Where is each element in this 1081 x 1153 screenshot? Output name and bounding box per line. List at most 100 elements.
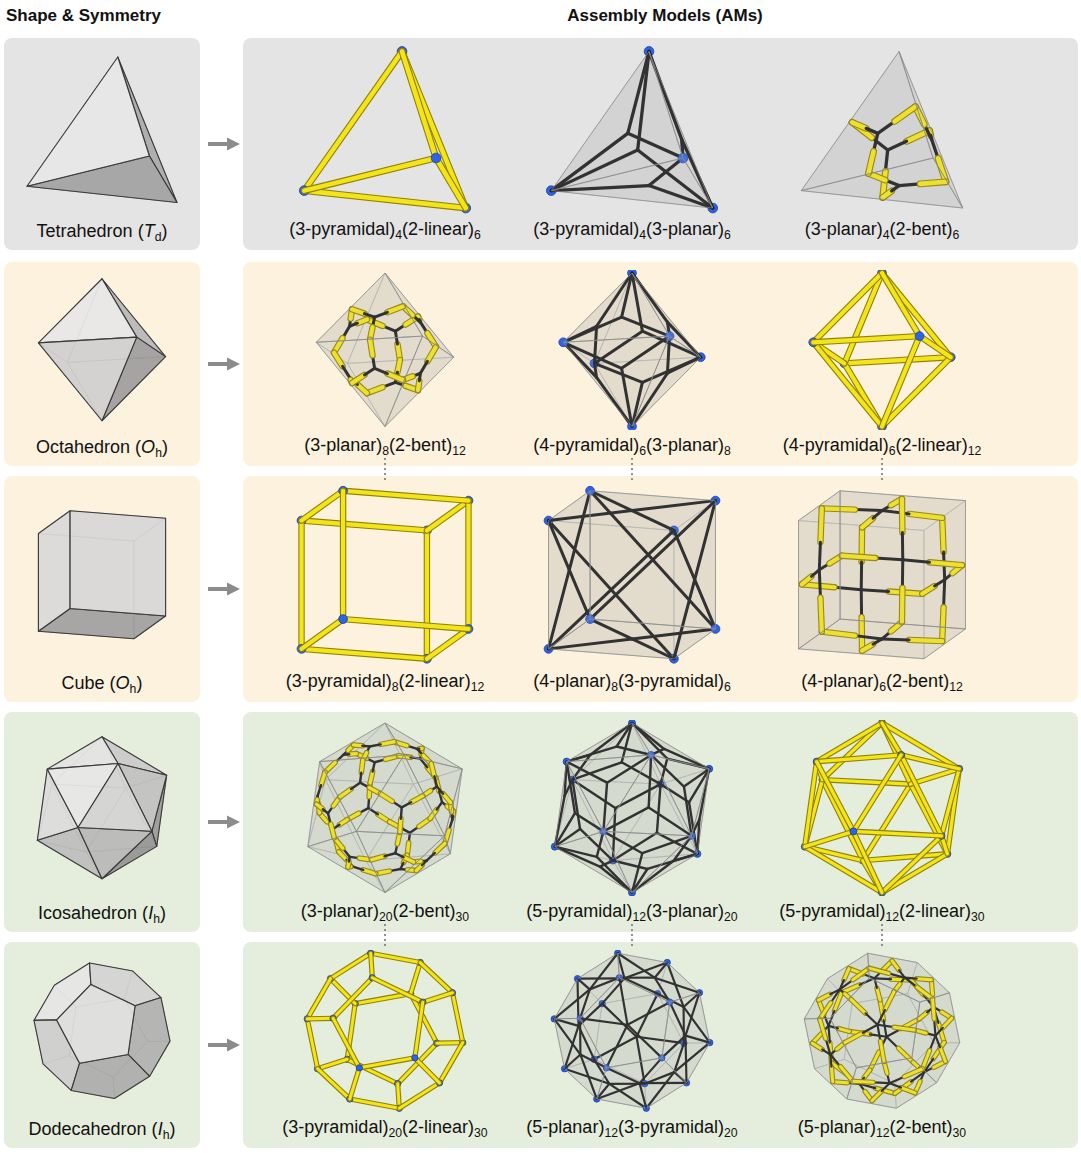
shape-face [38,511,70,631]
linker-stick [853,755,901,831]
text-part: (2-linear [402,1117,468,1137]
assembly-model-illustration [512,46,752,214]
linker-stick [307,979,330,1019]
linker-stick [822,780,862,861]
text-part: (2-bent [393,901,450,921]
assembly-model-formula: (3-pyramidal)8(2-linear)12 [286,670,484,693]
count-subscript: 6 [639,443,646,457]
linker-stick [359,1058,414,1068]
linker-outline [302,649,427,659]
model-row-panel: (3-pyramidal)20(2-linear)30 (5-planar)12(… [243,942,1078,1148]
assembly-model-illustration [762,46,1002,214]
linker-stick [302,521,427,531]
text-part: ) [373,901,379,921]
count-subscript: 8 [611,679,618,693]
linker-outline [304,191,466,208]
linker-stick [307,1017,333,1021]
assembly-model-formula: (3-pyramidal)20(2-linear)30 [282,1116,487,1139]
shape-to-models-arrow [208,1043,227,1047]
assembly-model-formula: (3-pyramidal)4(2-linear)6 [289,218,481,241]
shape-face [27,57,177,202]
assembly-model-formula: (3-planar)8(2-bent)12 [304,434,466,457]
assembly-model: (3-planar)4(2-bent)6 [762,46,1002,240]
linker-outline [911,769,960,784]
linker-outline [920,336,951,357]
text-part: (2-linear [402,219,468,239]
text-part: ) [605,671,611,691]
linker-outline [452,993,462,1043]
assembly-model-illustration [265,484,505,666]
linker-outline [350,1068,360,1099]
assembly-model-formula: (3-pyramidal)4(3-planar)6 [533,218,731,241]
shell-face [356,831,444,892]
assembly-model: (4-pyramidal)6(3-planar)8 [512,270,752,456]
linker-stick [402,51,466,208]
linker-outline [805,762,817,847]
linker-outline [844,273,882,363]
text-part: ) [160,903,166,923]
linker-stick [304,158,436,191]
linker-outline [882,336,920,426]
linker-outline [302,491,344,521]
vertex-node [915,332,924,341]
count-subscript: 4 [639,227,646,241]
assembly-model-illustration [265,950,505,1112]
assembly-model: (4-pyramidal)6(2-linear)12 [762,270,1002,456]
linker-outline [343,619,468,629]
model-sticks [297,486,473,663]
text-part: ) [382,1117,388,1137]
symmetry-subscript: h [130,681,137,695]
shell-face [801,51,933,190]
linker-outline [805,831,854,846]
polyhedron-shape [4,44,200,216]
linker-stick [398,1084,400,1109]
text-part: ) [465,671,471,691]
linker-outline [822,780,862,861]
linker-outline [371,953,373,978]
text-part: ) [598,1117,604,1137]
assembly-model-illustration [512,270,752,430]
text-part: Shape & Symmetry [6,6,161,25]
linker-stick [343,491,468,501]
shape-panel: Tetrahedron (Td) [4,38,200,250]
linker-outline [813,342,882,426]
linker-outline [302,619,344,649]
linker-stick [882,273,920,336]
linker-outline [853,755,901,831]
text-part: (5-pyramidal [779,901,879,921]
symmetry-subscript: h [155,445,162,459]
linker-stick [302,491,344,521]
text-part: ) [389,219,395,239]
linker-outline [822,780,910,784]
text-part: (4-pyramidal [533,435,633,455]
text-part: (5-planar [526,1117,598,1137]
text-part: ) [947,219,953,239]
assembly-model-illustration [265,46,505,214]
text-part: ) [386,671,392,691]
count-subscript: 12 [452,443,466,457]
assembly-model: (5-pyramidal)12(3-planar)20 [512,720,752,922]
text-part: (2-linear [899,901,965,921]
linker-stick [330,953,370,978]
assembly-model: (3-pyramidal)8(2-linear)12 [265,484,505,692]
linker-stick [372,978,423,1002]
linker-outline [399,1083,439,1108]
assembly-model-formula: (3-planar)4(2-bent)6 [805,218,960,241]
text-part: (3-planar [646,435,718,455]
assembly-model: (5-planar)12(3-pyramidal)20 [512,950,752,1138]
linker-stick [299,521,303,649]
vertex-node [431,153,441,163]
linker-stick [399,1083,439,1108]
linker-outline [911,784,948,854]
shape-face [78,764,152,832]
linker-stick [882,336,920,426]
linker-outline [882,723,901,755]
linker-outline [942,769,960,836]
text-part: (3-planar [646,219,718,239]
text-part: ) [718,671,724,691]
linker-stick [882,836,942,893]
assembly-model-illustration [762,270,1002,430]
shape-face [70,511,166,616]
linker-outline [333,978,372,1019]
